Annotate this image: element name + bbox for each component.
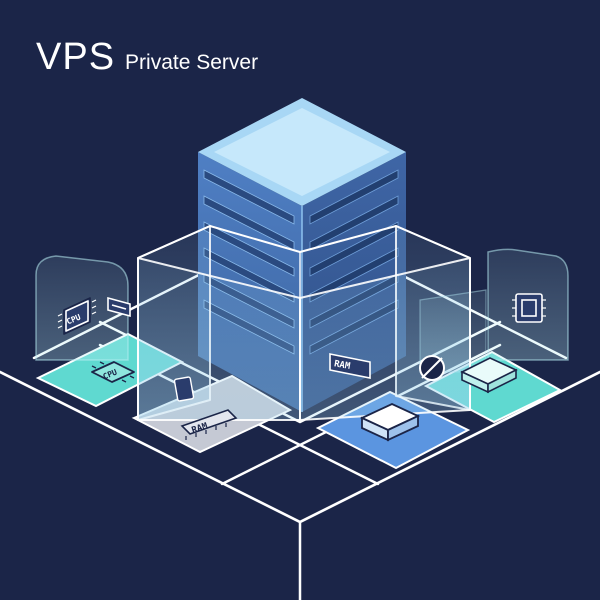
server-top-inner <box>214 108 390 196</box>
network-globe-icon <box>419 355 445 381</box>
ram-module-icon: RAM <box>180 409 238 440</box>
ram-module-icon: RAM <box>329 353 371 379</box>
storage-drive-icon <box>359 403 421 442</box>
ram-label-1: RAM <box>191 421 210 436</box>
cpu-chip-icon: CPU <box>91 361 135 383</box>
cpu-chip-icon <box>512 293 546 323</box>
cpu-chip-icon: CPU <box>57 297 97 335</box>
storage-drive-icon <box>460 357 518 394</box>
page-title: VPS Private Server <box>36 36 258 79</box>
ram-module-icon <box>107 296 131 318</box>
title-vps: VPS <box>36 36 116 78</box>
cpu-chip-icon <box>173 376 195 402</box>
title-subtitle: Private Server <box>125 51 259 74</box>
ram-label-2: RAM <box>333 359 351 372</box>
